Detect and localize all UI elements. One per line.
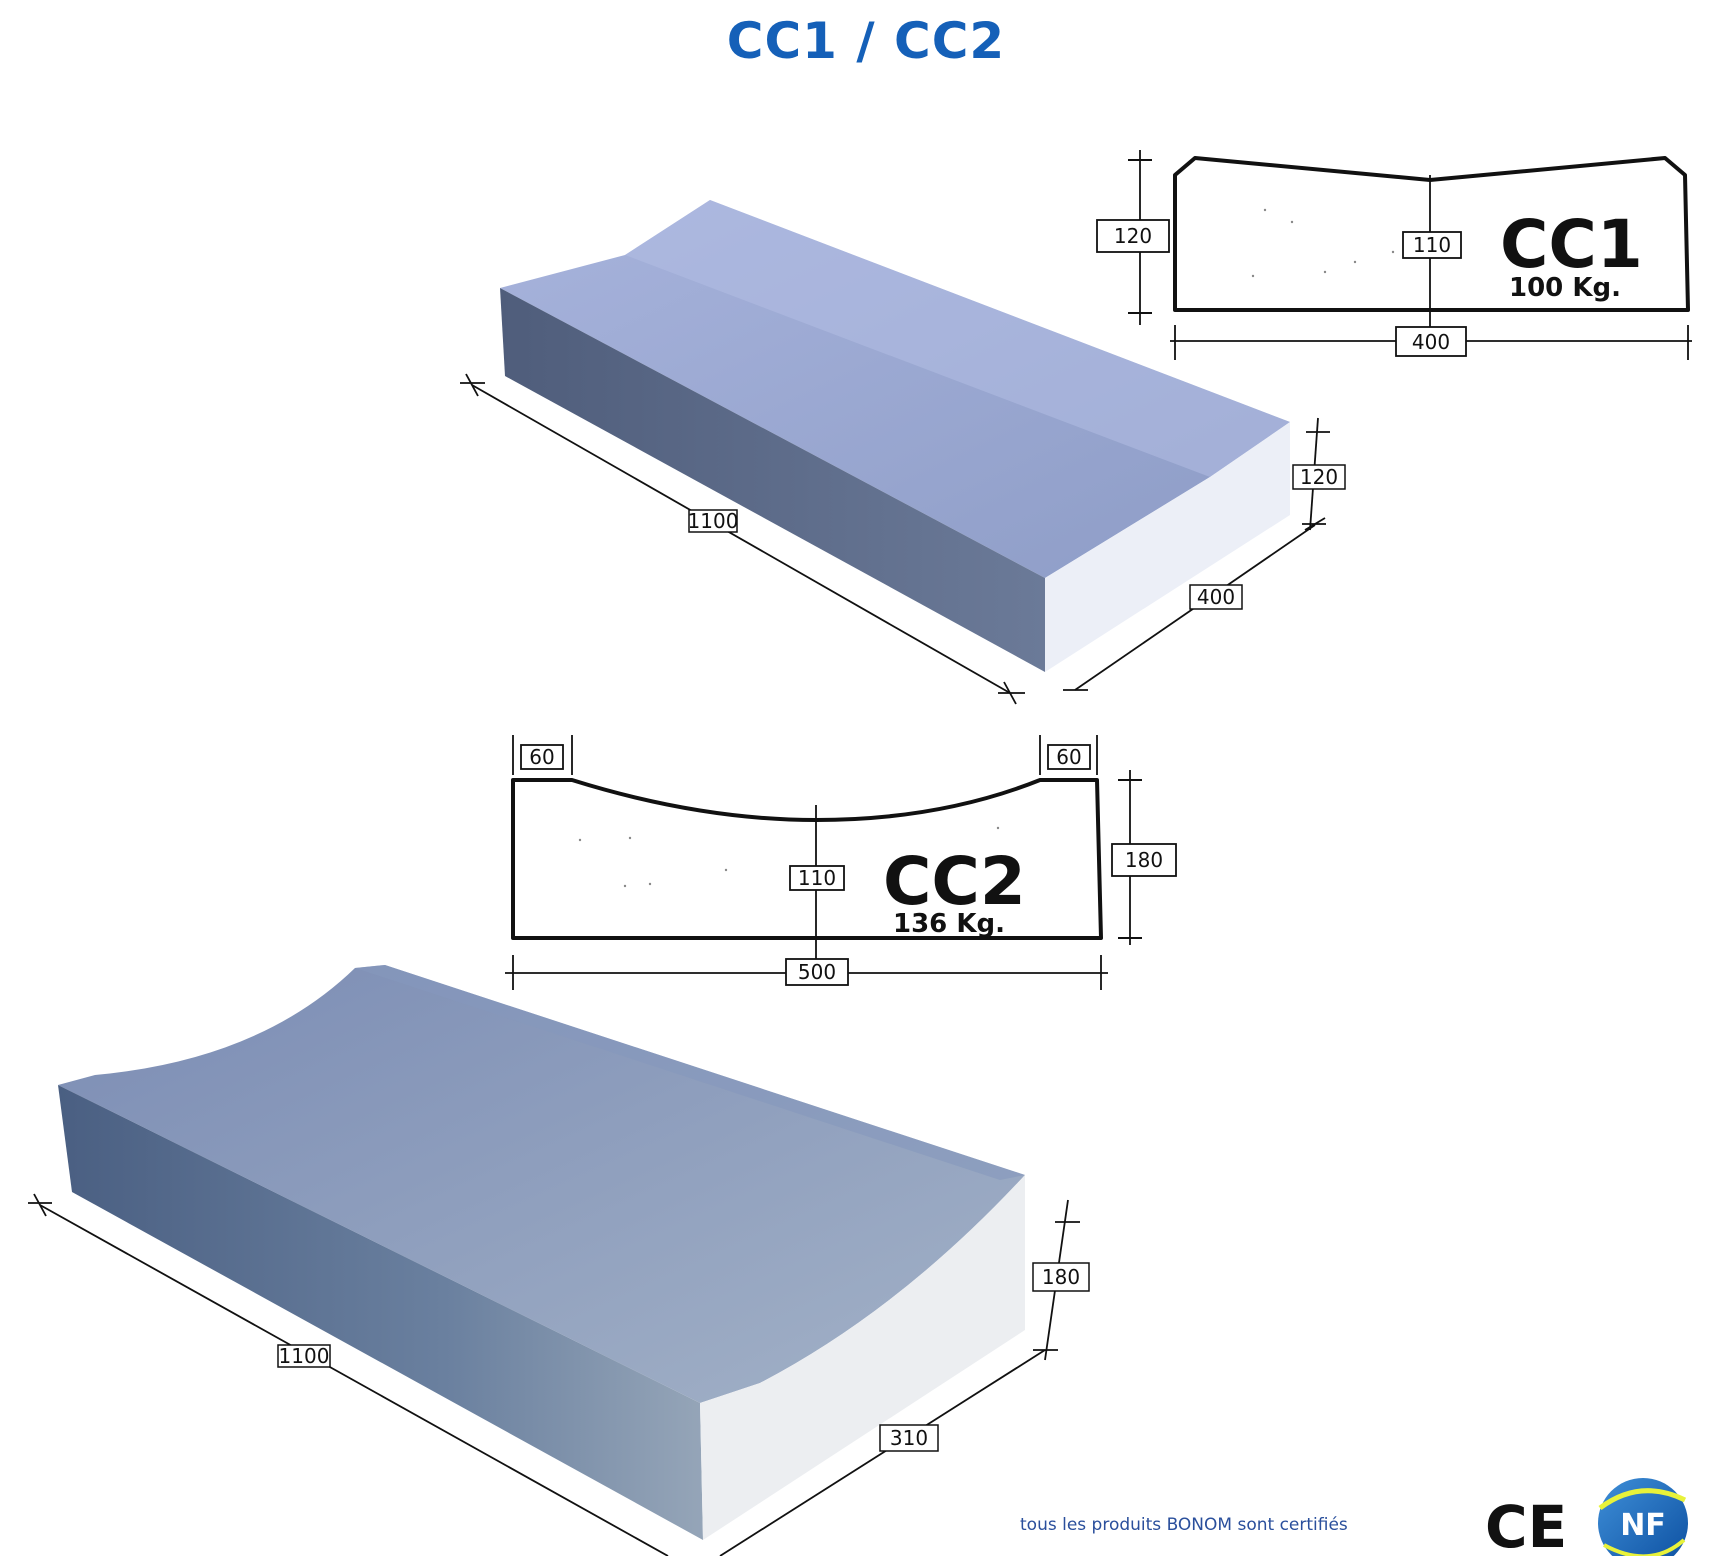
cc1-block-height-box (1292, 464, 1346, 490)
cc1-section-height-label: 120 (1114, 224, 1152, 248)
cc2-section-left-edge-label: 60 (529, 745, 554, 769)
cc2-section-center-label: 110 (798, 866, 836, 890)
page-title: CC1 / CC2 (726, 12, 1006, 70)
cc2-block-length-box (277, 1344, 331, 1368)
cc2-section-name: CC2 (883, 843, 1026, 920)
cc1-block-top-highlight (625, 200, 1290, 477)
cc1-block-width-box (1189, 584, 1243, 610)
cc2-section (505, 735, 1142, 990)
cc1-section-width-box (1395, 326, 1467, 357)
cc2-section-outline (511, 778, 1103, 940)
cc1-section-width-label: 400 (1412, 330, 1450, 354)
cc2-section-height-box (1111, 843, 1177, 877)
cc2-block (58, 965, 1025, 1540)
cc2-block-end (700, 1175, 1025, 1540)
cc2-block-width-dimension (719, 1349, 1046, 1556)
cc2-section-height-label: 180 (1125, 848, 1163, 872)
cc2-block-top (58, 965, 1025, 1403)
cc1-block-width-label: 400 (1197, 585, 1235, 609)
cc1-block-side (500, 288, 1045, 672)
cc1-section-height-box (1096, 219, 1170, 253)
nf-logo: NF (1598, 1478, 1688, 1556)
cc1-block-length-label: 1100 (688, 509, 739, 533)
cc1-section-weight: 100 Kg. (1509, 273, 1621, 303)
cc2-block-length-dimension (28, 1193, 669, 1556)
cc1-section-center-box (1402, 231, 1462, 259)
cc2-section-width-box (785, 958, 849, 986)
cc2-section-weight: 136 Kg. (893, 909, 1005, 939)
cc1-block-length-box (688, 509, 738, 533)
cc2-block-width-box (879, 1424, 939, 1452)
cc2-section-width-label: 500 (798, 960, 836, 984)
ce-mark: CE (1485, 1493, 1567, 1556)
cc1-block (500, 200, 1290, 672)
cc1-section-name: CC1 (1500, 206, 1643, 283)
cc2-section-center-box (789, 865, 845, 891)
cc1-block-top (500, 200, 1290, 578)
cc1-block-end (1045, 422, 1290, 672)
nf-mark: NF (1620, 1508, 1666, 1543)
cc2-block-length-label: 1100 (279, 1344, 330, 1368)
cc2-section-left-edge-box (520, 744, 564, 770)
cc1-block-length-dimension (460, 373, 1025, 705)
footer-certification-text: tous les produits BONOM sont certifiés (1020, 1515, 1348, 1535)
cc1-block-height-label: 120 (1300, 465, 1338, 489)
cc2-block-top-ridge (355, 965, 1025, 1180)
cc2-block-height-label: 180 (1042, 1265, 1080, 1289)
cc2-section-right-edge-label: 60 (1056, 745, 1081, 769)
cc2-section-right-edge-box (1047, 744, 1091, 770)
cc1-section-center-label: 110 (1413, 233, 1451, 257)
cc2-block-side (58, 1085, 703, 1540)
cc2-block-width-label: 310 (890, 1426, 928, 1450)
cc2-block-height-box (1032, 1262, 1090, 1292)
